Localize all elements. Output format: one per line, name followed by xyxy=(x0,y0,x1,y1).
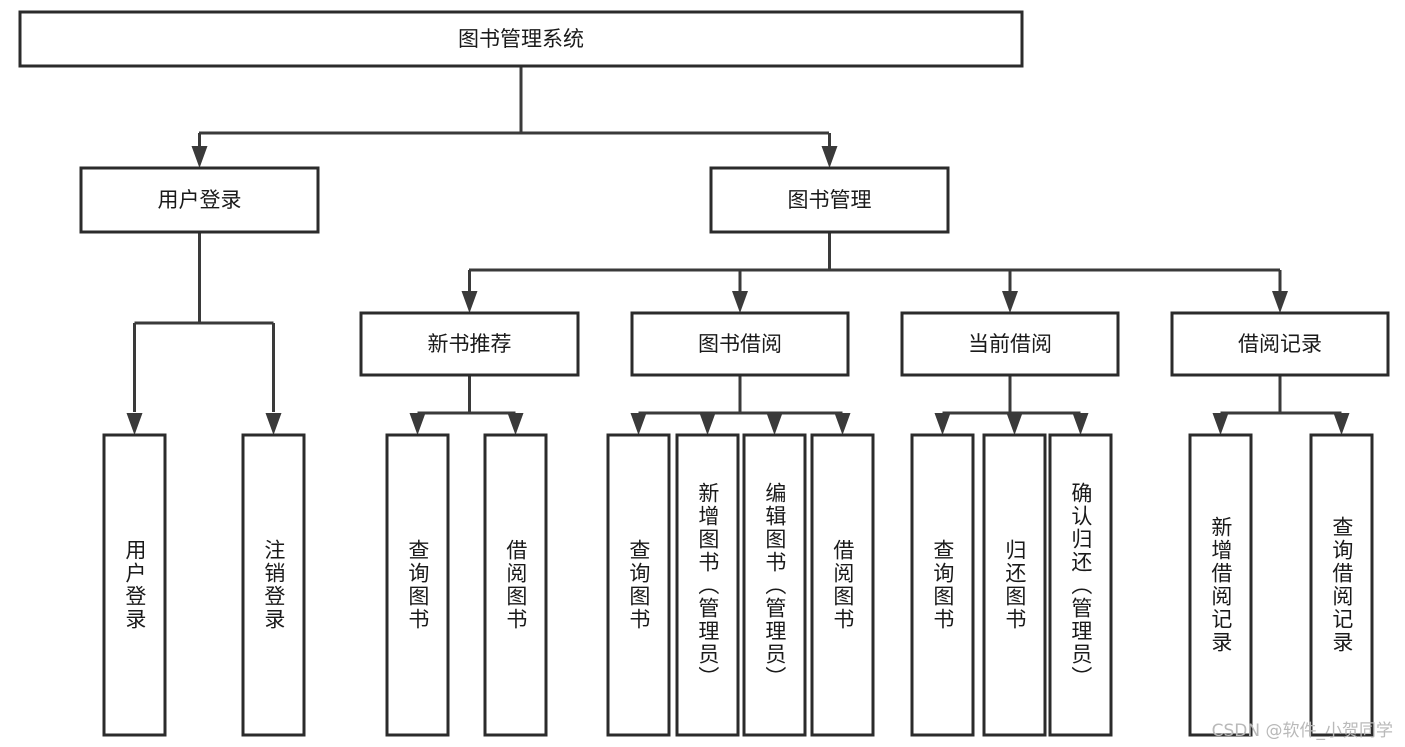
arrow-head-icon xyxy=(630,413,647,435)
node-box xyxy=(675,433,740,737)
node-leaf-user-login[interactable] xyxy=(102,433,167,737)
node-label: 新书推荐 xyxy=(428,332,512,356)
arrow-head-icon xyxy=(834,413,851,435)
node-box xyxy=(1170,311,1390,377)
node-box xyxy=(102,433,167,737)
arrow-head-icon xyxy=(821,146,838,168)
node-box xyxy=(810,433,875,737)
node-user-login[interactable]: 用户登录 xyxy=(79,166,320,234)
node-box xyxy=(709,166,950,234)
node-label: 借阅记录 xyxy=(1238,332,1322,356)
csdn-watermark: CSDN @软件_小贺同学 xyxy=(1211,721,1393,741)
node-box xyxy=(900,311,1120,377)
arrow-head-icon xyxy=(1333,413,1350,435)
node-current-borrow[interactable]: 当前借阅 xyxy=(900,311,1120,377)
node-leaf-query-book-3[interactable] xyxy=(910,433,975,737)
node-box xyxy=(606,433,671,737)
arrow-head-icon xyxy=(409,413,426,435)
node-leaf-return-book[interactable] xyxy=(982,433,1047,737)
node-box xyxy=(630,311,850,377)
node-leaf-add-record[interactable] xyxy=(1188,433,1253,737)
node-root[interactable]: 图书管理系统 xyxy=(18,10,1024,68)
arrow-head-icon xyxy=(1002,291,1018,313)
node-label: 图书借阅 xyxy=(698,332,782,356)
arrow-head-icon xyxy=(934,413,951,435)
arrow-head-icon xyxy=(461,291,478,313)
node-box xyxy=(742,433,807,737)
arrow-head-icon xyxy=(265,413,282,435)
node-box xyxy=(1048,433,1113,737)
arrow-head-icon xyxy=(126,413,143,435)
node-leaf-query-book-2[interactable] xyxy=(606,433,671,737)
arrow-head-icon xyxy=(1072,413,1089,435)
node-box xyxy=(1188,433,1253,737)
arrow-head-icon xyxy=(191,146,208,168)
node-label: 图书管理 xyxy=(788,188,872,212)
node-box xyxy=(18,10,1024,68)
arrow-head-icon xyxy=(699,413,716,435)
node-label: 当前借阅 xyxy=(968,332,1052,356)
edges-layer xyxy=(126,66,1350,435)
arrow-head-icon xyxy=(1272,291,1288,313)
arrow-head-icon xyxy=(766,413,783,435)
node-box xyxy=(385,433,450,737)
node-leaf-query-record[interactable] xyxy=(1309,433,1374,737)
node-book-manage[interactable]: 图书管理 xyxy=(709,166,950,234)
node-book-borrow[interactable]: 图书借阅 xyxy=(630,311,850,377)
node-box xyxy=(982,433,1047,737)
node-box xyxy=(910,433,975,737)
node-leaf-borrow-book-2[interactable] xyxy=(810,433,875,737)
node-leaf-add-book[interactable] xyxy=(675,433,740,737)
node-leaf-borrow-book-1[interactable] xyxy=(483,433,548,737)
arrow-head-icon xyxy=(507,413,524,435)
node-box xyxy=(359,311,580,377)
node-leaf-query-book-1[interactable] xyxy=(385,433,450,737)
arrow-head-icon xyxy=(1006,413,1023,435)
node-box xyxy=(241,433,306,737)
node-box xyxy=(79,166,320,234)
node-borrow-record[interactable]: 借阅记录 xyxy=(1170,311,1390,377)
node-leaf-edit-book[interactable] xyxy=(742,433,807,737)
arrow-head-icon xyxy=(1212,413,1229,435)
node-box xyxy=(483,433,548,737)
node-box xyxy=(1309,433,1374,737)
node-label: 用户登录 xyxy=(158,188,242,212)
arrow-head-icon xyxy=(732,291,748,313)
node-new-book-rec[interactable]: 新书推荐 xyxy=(359,311,580,377)
node-leaf-user-logout[interactable] xyxy=(241,433,306,737)
node-leaf-confirm-return[interactable] xyxy=(1048,433,1113,737)
node-label: 图书管理系统 xyxy=(458,27,584,51)
